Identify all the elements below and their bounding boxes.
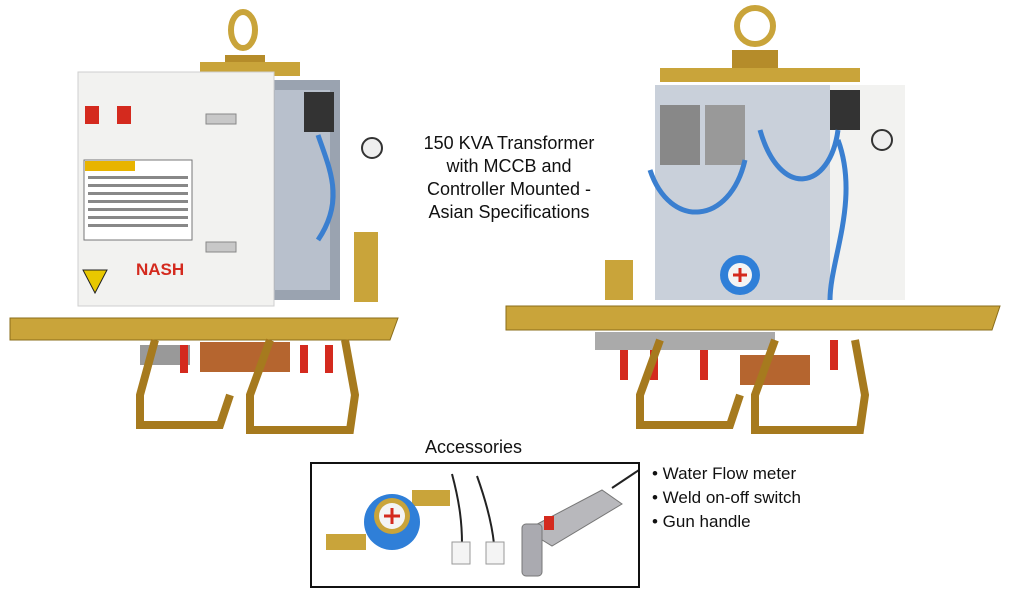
list-item: • Weld on-off switch bbox=[652, 488, 801, 507]
transformer-front-view bbox=[0, 0, 400, 440]
caption-line-4: Asian Specifications bbox=[428, 202, 590, 222]
brand-logo-text: NASH bbox=[136, 260, 185, 279]
transformer-rear-view bbox=[500, 0, 1020, 440]
caption-line-1: 150 KVA Transformer bbox=[423, 133, 595, 153]
accessories-title: Accessories bbox=[425, 437, 523, 457]
list-item: • Gun handle bbox=[652, 512, 751, 531]
caption-line-2: with MCCB and bbox=[446, 156, 572, 176]
list-item: • Water Flow meter bbox=[652, 464, 797, 483]
caption-line-3: Controller Mounted - bbox=[426, 179, 592, 199]
product-caption: 150 KVA Transformer with MCCB and Contro… bbox=[396, 132, 622, 224]
accessories-list: • Water Flow meter • Weld on-off switch … bbox=[652, 462, 801, 534]
accessories-image-box bbox=[310, 462, 640, 588]
